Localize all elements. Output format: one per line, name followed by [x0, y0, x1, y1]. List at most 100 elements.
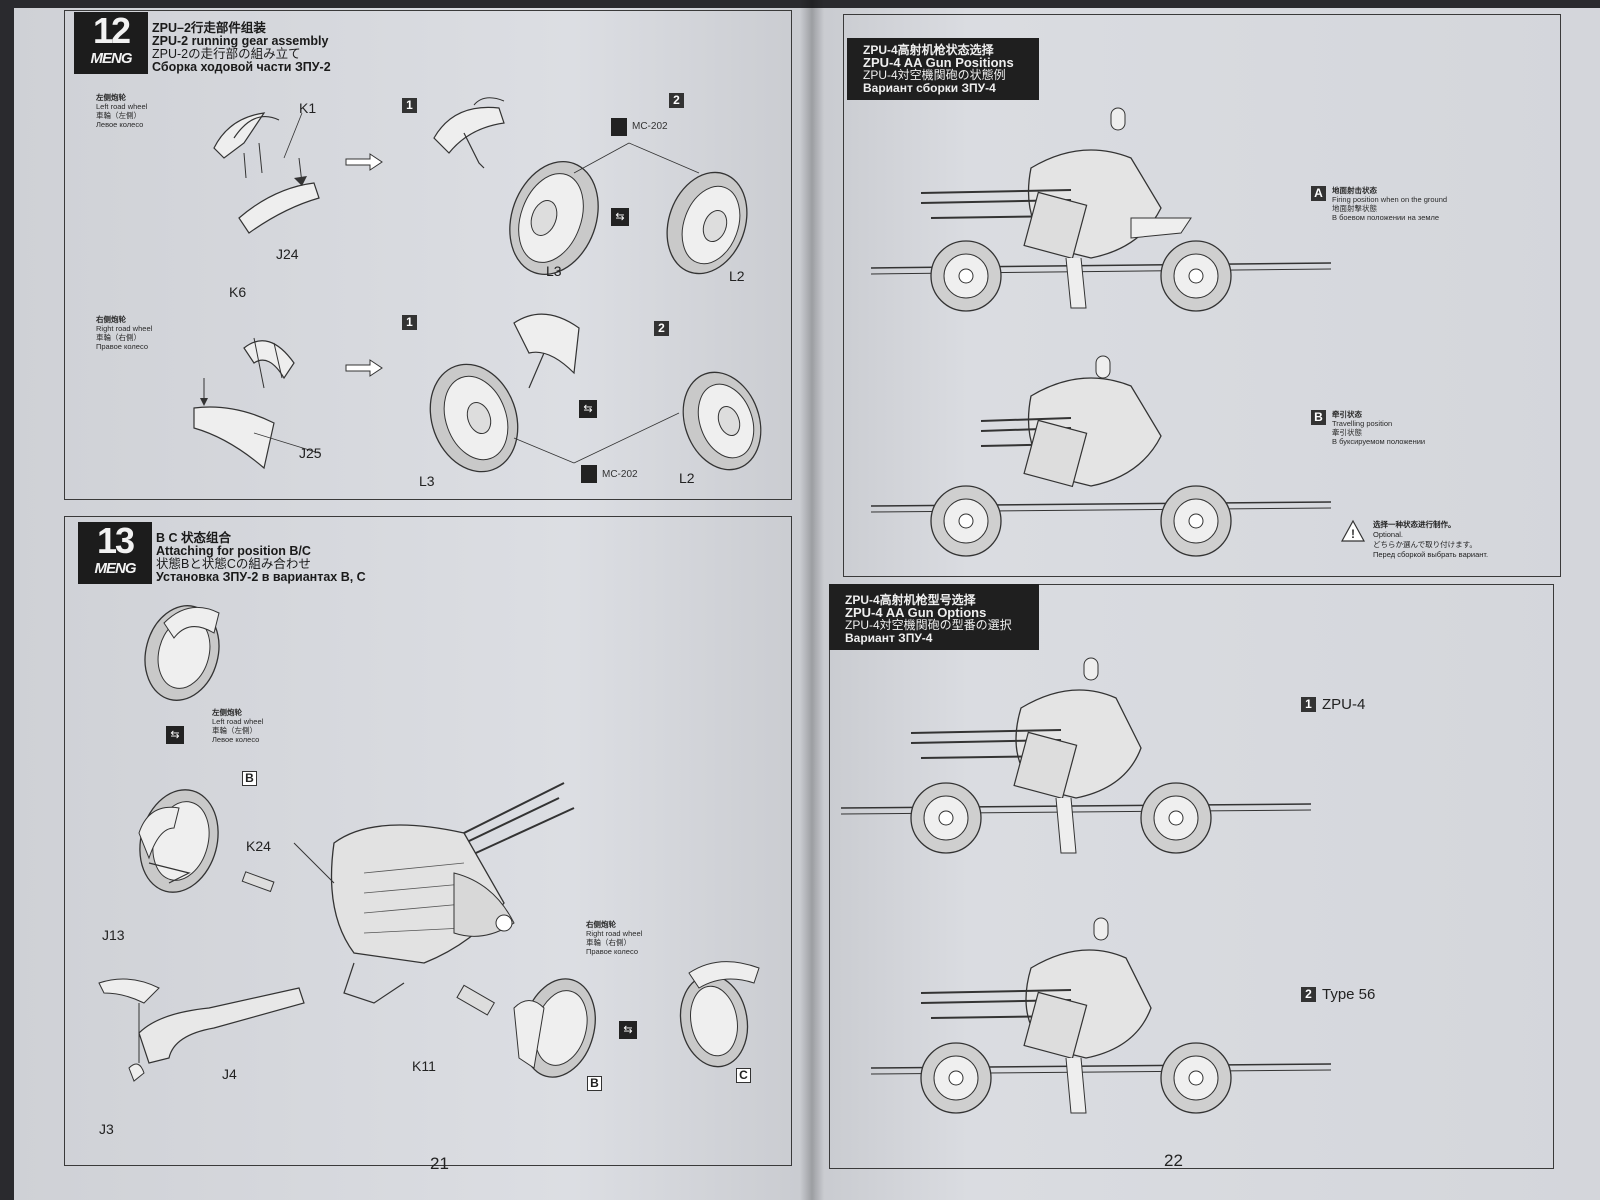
page-number-right: 22	[1164, 1151, 1183, 1170]
step13-gun-assembly-drawing	[294, 783, 564, 1063]
step13-left-wheel-top	[134, 593, 234, 703]
step13-right-wheel-c	[669, 953, 769, 1073]
position-a-mark: A	[1311, 186, 1326, 201]
svg-text:!: !	[1351, 527, 1355, 541]
option-1-text: ZPU-4	[1322, 696, 1366, 713]
step12-bottom-bracket-drawing	[174, 308, 334, 468]
part-l3-bottom: L3	[419, 473, 435, 489]
step13-right-wheel-label: 右侧炮轮 Right road wheel 車輪（右側） Правое коле…	[586, 920, 643, 956]
step12-glue-top: MC-202	[632, 121, 668, 132]
step12-top-bracket-small	[424, 93, 534, 173]
gun-option-zpu4-drawing	[841, 658, 1321, 868]
step12-frame	[64, 10, 792, 500]
step12-top-bracket-drawing	[184, 98, 334, 248]
part-k1: K1	[299, 100, 317, 116]
position-b-label: B 牵引状态 Travelling position 牽引状態 В буксир…	[1311, 410, 1425, 446]
flip-icon: ⇆	[619, 1021, 637, 1039]
positions-title-en: ZPU-4 AA Gun Positions	[863, 54, 1014, 70]
step12-title: ZPU–2行走部件组装 ZPU-2 running gear assembly …	[152, 22, 331, 74]
step13-number: 13	[96, 520, 135, 561]
step13-left-wheel-b	[119, 783, 239, 903]
glue-leader-lines-bottom	[514, 408, 694, 468]
step12-title-zh: ZPU–2行走部件组装	[152, 21, 266, 35]
step13-towbar-drawing	[99, 963, 329, 1093]
step13-frame	[64, 516, 792, 1166]
step13-right-wheel-b	[474, 968, 614, 1088]
flip-icon: ⇆	[579, 400, 597, 418]
arrow-right-icon	[344, 152, 384, 172]
positions-optional-note: 选择一种状态进行制作。 Optional. どちらか選んで取り付けます。 Пер…	[1373, 520, 1489, 559]
positions-title-ja: ZPU-4対空機関砲の状態例	[863, 68, 1006, 82]
step12-wheel-l3-bottom	[419, 363, 529, 478]
option-2-label: 2 Type 56	[1301, 986, 1375, 1003]
gun-position-b-drawing	[871, 356, 1351, 566]
glue-icon	[581, 465, 597, 483]
gun-position-a-drawing	[871, 108, 1351, 318]
step13-title-en: Attaching for position B/C	[156, 544, 311, 558]
step12-title-ru: Сборка ходовой части ЗПУ-2	[152, 60, 331, 74]
positions-title-ru: Вариант сборки ЗПУ-4	[863, 80, 996, 95]
right-page: ZPU-4高射机枪状态选择 ZPU-4 AA Gun Positions ZPU…	[811, 8, 1600, 1200]
step13-title-ru: Установка ЗПУ-2 в вариантах B, C	[156, 570, 366, 584]
step12-substep-2-top: 2	[669, 93, 684, 108]
page-number-left: 21	[430, 1154, 449, 1173]
step12-glue-bottom: MC-202	[602, 469, 638, 480]
step12-wheel-l3-top	[499, 153, 609, 283]
part-j4: J4	[222, 1066, 237, 1082]
step12-substep-1-top: 1	[402, 98, 417, 113]
option-1-num: 1	[1301, 697, 1316, 712]
positions-header: ZPU-4高射机枪状态选择 ZPU-4 AA Gun Positions ZPU…	[847, 38, 1039, 100]
step12-title-ja: ZPU-2の走行部の組み立て	[152, 47, 301, 61]
flip-icon: ⇆	[611, 208, 629, 226]
step13-brand: MENG	[94, 560, 137, 577]
step12-left-wheel-label: 左侧炮轮 Left road wheel 車輪（左側） Левое колесо	[96, 93, 148, 129]
options-title-zh: ZPU-4高射机枪型号选择	[845, 593, 976, 607]
glue-leader-lines-top	[574, 138, 714, 178]
step12-wheel-l2-bottom	[674, 368, 774, 478]
step12-substep-2-bottom: 2	[654, 321, 669, 336]
step12-substep-1-bottom: 1	[402, 315, 417, 330]
options-title-en: ZPU-4 AA Gun Options	[845, 604, 987, 620]
part-l2-bottom: L2	[679, 470, 695, 486]
step12-wheel-l2-top	[659, 168, 759, 283]
step12-title-en: ZPU-2 running gear assembly	[152, 34, 329, 48]
position-b-mark: B	[1311, 410, 1326, 425]
part-j3: J3	[99, 1121, 114, 1137]
part-k24: K24	[246, 838, 271, 854]
options-frame	[829, 584, 1554, 1169]
flip-icon: ⇆	[166, 726, 184, 744]
position-a-label: A 地面射击状态 Firing position when on the gro…	[1311, 186, 1447, 222]
options-title-ja: ZPU-4対空機関砲の型番の選択	[845, 618, 1012, 632]
step13-title: B C 状态组合 Attaching for position B/C 状態Bと…	[156, 532, 366, 584]
arrow-right-icon	[344, 358, 384, 378]
warning-icon: !	[1341, 520, 1365, 542]
step13-title-ja: 状態Bと状態Cの組み合わせ	[156, 557, 311, 571]
part-j24: J24	[276, 246, 299, 262]
option-2-text: Type 56	[1322, 986, 1376, 1003]
part-k11: K11	[412, 1058, 436, 1074]
step13-left-wheel-label: 左侧炮轮 Left road wheel 車輪（左側） Левое колесо	[212, 708, 264, 744]
step13-mark-b-bottom: B	[587, 1076, 602, 1091]
left-page: 12 MENG ZPU–2行走部件组装 ZPU-2 running gear a…	[14, 8, 811, 1200]
part-l3-top: L3	[546, 263, 562, 279]
part-j25: J25	[299, 445, 322, 461]
step12-right-wheel-label: 右侧炮轮 Right road wheel 車輪（右側） Правое коле…	[96, 315, 153, 351]
part-k6: K6	[229, 284, 247, 300]
positions-title-zh: ZPU-4高射机枪状态选择	[863, 43, 994, 57]
step12-brand: MENG	[90, 50, 133, 67]
step13-badge: 13 MENG	[78, 522, 152, 584]
step13-title-zh: B C 状态组合	[156, 531, 232, 545]
step12-bottom-bracket-small	[504, 303, 604, 393]
part-j13: J13	[102, 927, 125, 943]
option-1-label: 1 ZPU-4	[1301, 696, 1365, 713]
step12-number: 12	[92, 10, 131, 51]
part-l2-top: L2	[729, 268, 745, 284]
options-title-ru: Вариант ЗПУ-4	[845, 630, 933, 645]
glue-icon	[611, 118, 627, 136]
step13-mark-c: C	[736, 1068, 751, 1083]
positions-frame	[843, 14, 1561, 577]
step13-mark-b-top: B	[242, 771, 257, 786]
gun-option-type56-drawing	[871, 918, 1351, 1128]
options-header: ZPU-4高射机枪型号选择 ZPU-4 AA Gun Options ZPU-4…	[829, 584, 1039, 650]
option-2-num: 2	[1301, 987, 1316, 1002]
